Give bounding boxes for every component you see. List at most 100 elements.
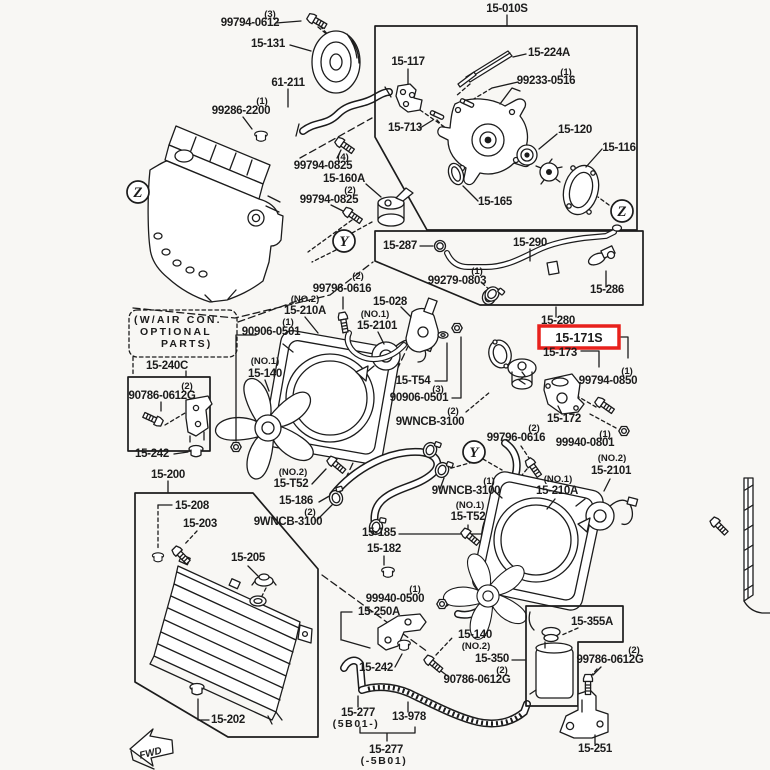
bolt-icon-99794-0612 (305, 11, 329, 31)
part-label-no1: (NO.1) (544, 474, 573, 485)
zone-letter-z: Z (132, 185, 142, 201)
part-label-99940-0801: 99940-0801 (556, 437, 615, 449)
part-label-15-250a: 15-250A (358, 606, 400, 618)
part-labels-layer: (3)99794-061215-13161-211(1)99286-220015… (128, 3, 644, 767)
part-label-99286-2200: 99286-2200 (212, 105, 270, 117)
zone-letter-z: Z (616, 204, 626, 220)
washer-icon-15-t54 (437, 331, 449, 339)
part-label-3: (3) (432, 384, 444, 395)
part-label-15-205: 15-205 (231, 552, 266, 564)
part-label-no1: (NO.1) (456, 500, 485, 511)
bolt-icon-99796-0616-right (523, 456, 544, 480)
bypass-hose (295, 86, 393, 137)
thermostat-housing-15-172 (543, 373, 585, 415)
bolt-icon-15-t52-no1 (459, 526, 482, 548)
part-label-15-290: 15-290 (513, 237, 547, 249)
part-label-15-116: 15-116 (602, 142, 635, 154)
part-label-15-210a: 15-210A (284, 305, 326, 317)
plug-icon-15-202 (189, 682, 205, 696)
part-label-99796-0616: 99796-0616 (487, 432, 545, 444)
part-label-3: (3) (264, 9, 276, 20)
water-pump-body (437, 87, 532, 186)
radiator (149, 554, 313, 725)
part-label-15-355a: 15-355A (571, 616, 613, 628)
part-label-15-277: 15-277 (369, 744, 403, 756)
part-label-optional: OPTIONAL (140, 326, 212, 338)
part-label-2: (2) (496, 665, 508, 676)
bolt-icon-90786-0612g-w (141, 410, 165, 429)
zone-circle-z1 (126, 180, 150, 204)
part-label-15-240c: 15-240C (146, 360, 188, 372)
part-label-13-978: 13-978 (392, 711, 427, 723)
zone-circle-y2 (462, 440, 486, 464)
water-outlet-15-028 (405, 297, 440, 353)
part-label-15-171s: 15-171S (555, 331, 602, 345)
part-label-61-211: 61-211 (271, 77, 305, 89)
bolt-icon-99794-0825b (341, 205, 365, 226)
part-label-99794-0825: 99794-0825 (294, 160, 353, 172)
water-pump-kit-box (374, 25, 638, 231)
part-label-15-117: 15-117 (391, 56, 424, 68)
leader-lines (157, 14, 629, 745)
bolt-icon-99794-0850 (593, 395, 617, 416)
engine-illustration (147, 125, 284, 303)
plug-icon-15-208 (151, 552, 165, 563)
condenser-edge (743, 477, 770, 614)
bottom-hose-group (340, 613, 531, 728)
part-label-1: (1) (560, 67, 572, 78)
bolt-icon-90786-0612g-2 (422, 653, 445, 675)
part-label-15-186: 15-186 (279, 495, 313, 507)
part-label-15-210a: 15-210A (536, 485, 578, 497)
part-label-1: (1) (282, 317, 294, 328)
part-label-15-202: 15-202 (211, 714, 245, 726)
part-label-waircon: (W/AIR CON. (134, 314, 222, 326)
plug-icon-15-242-2 (397, 639, 411, 651)
part-label-9wncb-3100: 9WNCB-3100 (254, 516, 323, 528)
part-label-2: (2) (447, 406, 459, 417)
part-label-15-251: 15-251 (578, 743, 613, 755)
part-label-9wncb-3100: 9WNCB-3100 (396, 416, 465, 428)
part-label-15-286: 15-286 (590, 284, 624, 296)
part-label-15-200: 15-200 (151, 469, 185, 481)
water-pipe-box (374, 224, 644, 306)
nut-icon-90906-0501-3 (451, 322, 463, 334)
part-label--5b01: (-5B01) (361, 755, 408, 767)
pump-seal-15-120 (516, 144, 538, 166)
radiator-group (134, 492, 319, 738)
part-label-99794-0825: 99794-0825 (300, 194, 359, 206)
part-label-15-203: 15-203 (183, 518, 217, 530)
gasket-15-165 (447, 162, 465, 186)
reservoir-group (525, 605, 624, 739)
part-label-1: (1) (621, 366, 633, 377)
part-label-99786-0612g: 99786-0612G (576, 654, 643, 666)
part-label-15-131: 15-131 (251, 38, 286, 50)
part-label-no1: (NO.1) (251, 356, 280, 367)
part-label-15-165: 15-165 (478, 196, 513, 208)
zone-circle-z2 (610, 199, 634, 223)
bracket-15-251 (559, 689, 609, 739)
water-outlet-15-160a (377, 187, 414, 227)
nut-icon-99940-0801 (618, 425, 630, 437)
fan-15-140-no2 (440, 551, 529, 643)
part-label-15-224a: 15-224A (528, 47, 570, 59)
water-pump-pulley (311, 30, 361, 94)
thermostat-group (488, 339, 585, 415)
part-label-15-713: 15-713 (388, 122, 422, 134)
part-label-15-140: 15-140 (458, 629, 492, 641)
zone-circle-y1 (332, 229, 356, 253)
part-label-15-277: 15-277 (341, 707, 375, 719)
zone-letter-y: Y (339, 234, 350, 250)
fan-assembly-upper (211, 297, 440, 483)
part-label-99279-0803: 99279-0803 (428, 275, 486, 287)
thermostat-15-171s (507, 358, 537, 390)
part-label-no1: (NO.1) (361, 309, 390, 320)
part-label-15-160a: 15-160A (323, 173, 365, 185)
part-label-15-028: 15-028 (373, 296, 408, 308)
part-label-99233-0516: 99233-0516 (517, 75, 575, 87)
part-label-15-185: 15-185 (362, 527, 397, 539)
highlighted-part-box (537, 324, 621, 350)
bolt-icon-99796-0616-top (336, 311, 351, 334)
oring-icon-15-287 (433, 239, 447, 253)
